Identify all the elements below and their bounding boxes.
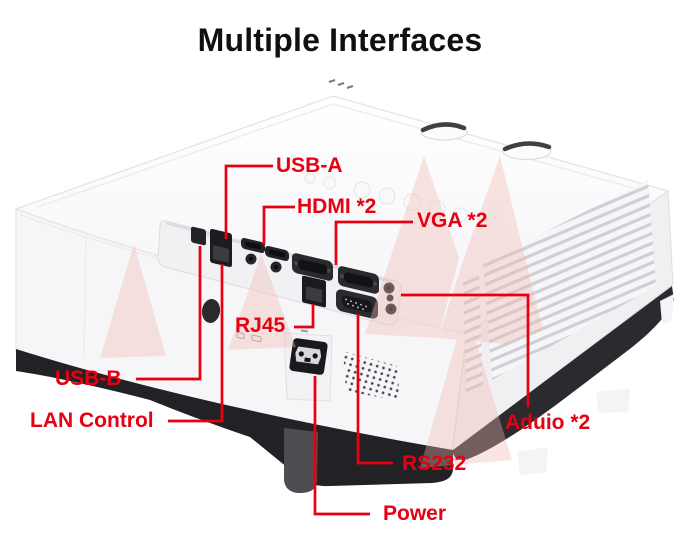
usb-icon bbox=[251, 334, 262, 343]
label-rs232: RS232 bbox=[402, 452, 467, 475]
vga-port-2 bbox=[338, 266, 379, 294]
label-usb-b: USB-B bbox=[55, 367, 122, 390]
base-front bbox=[16, 349, 453, 487]
foot-tab-1 bbox=[596, 389, 630, 413]
lens-shift-dial-1 bbox=[420, 122, 468, 141]
lan-control-port bbox=[210, 228, 232, 268]
leader-line-lan bbox=[168, 264, 224, 423]
apex-marks bbox=[328, 79, 354, 89]
top-face-groove bbox=[37, 103, 652, 208]
hdmi-port-1 bbox=[241, 238, 265, 253]
cord-tab bbox=[284, 428, 318, 493]
label-power: Power bbox=[383, 502, 447, 525]
rs232-port bbox=[336, 289, 378, 319]
base-right bbox=[453, 286, 674, 461]
vga-port-1 bbox=[292, 253, 333, 281]
audio-jack-2 bbox=[270, 261, 282, 273]
left-crease-line bbox=[83, 230, 87, 359]
audio-jacks bbox=[383, 282, 397, 315]
label-hdmi: HDMI *2 bbox=[297, 195, 377, 218]
foot-tab-3 bbox=[660, 294, 674, 324]
power-recess bbox=[283, 329, 333, 493]
top-controls bbox=[304, 172, 468, 223]
leader-line-vga bbox=[334, 220, 413, 265]
ac-mark bbox=[300, 329, 309, 333]
page-title: Multiple Interfaces bbox=[197, 22, 483, 58]
lens-shift-dial-2 bbox=[502, 141, 552, 160]
side-vent-grille bbox=[483, 180, 656, 380]
hdmi-port-2 bbox=[265, 246, 289, 261]
leader-line-hdmi bbox=[262, 205, 295, 245]
audio-jack-1 bbox=[245, 253, 257, 265]
rj45-port bbox=[302, 275, 326, 308]
narrow-vent-strip bbox=[463, 273, 483, 395]
lock-icon bbox=[236, 331, 245, 340]
leader-line-power bbox=[313, 376, 370, 516]
leader-line-rj45 bbox=[294, 304, 315, 329]
watermark bbox=[100, 156, 543, 468]
kensington-lock-slot bbox=[201, 299, 221, 323]
base bbox=[16, 286, 674, 487]
usb-b-port bbox=[191, 226, 206, 246]
label-lan-control: LAN Control bbox=[30, 409, 154, 432]
leader-line-rs232 bbox=[356, 314, 393, 465]
leader-line-usb-b bbox=[136, 246, 202, 381]
foot-tab-2 bbox=[517, 447, 548, 475]
leader-line-usb-a bbox=[224, 164, 273, 239]
label-audio: Aduio *2 bbox=[505, 411, 591, 434]
power-inlet bbox=[289, 338, 328, 375]
label-usb-a: USB-A bbox=[276, 154, 343, 177]
leader-lines bbox=[136, 164, 530, 516]
label-vga: VGA *2 bbox=[417, 209, 488, 232]
io-panel bbox=[157, 220, 402, 343]
leader-line-audio bbox=[401, 293, 530, 407]
label-rj45: RJ45 bbox=[235, 314, 286, 337]
corner-edge bbox=[451, 333, 468, 453]
